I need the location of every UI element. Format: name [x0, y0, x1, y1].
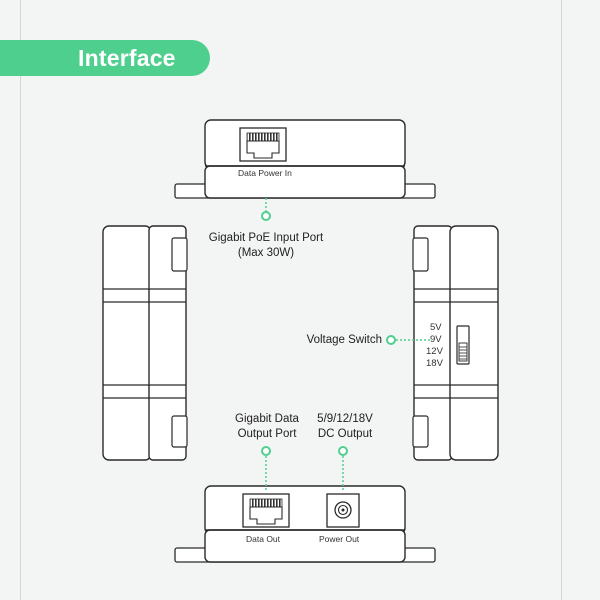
rj45-port-input [239, 127, 287, 162]
callout-dot-input [261, 211, 271, 221]
callout-dc-output: 5/9/12/18V DC Output [300, 412, 390, 442]
callout-dot-voltage [386, 335, 396, 345]
callout-voltage-switch: Voltage Switch [306, 334, 382, 346]
page-title: Interface [0, 40, 210, 76]
label-data-out: Data Out [246, 534, 281, 544]
top-device-base [204, 165, 406, 199]
callout-poe-input-line2: (Max 30W) [237, 247, 295, 259]
voltage-option-12v: 12V [426, 346, 443, 357]
label-data-power-in: Data Power In [238, 168, 292, 178]
bottom-device [174, 446, 436, 563]
callout-dc-output-line1: 5/9/12/18V [317, 413, 373, 425]
voltage-option-18v: 18V [426, 358, 443, 369]
voltage-option-9v: 9V [430, 334, 442, 345]
voltage-option-5v: 5V [430, 322, 442, 333]
callout-dot-data-out [261, 446, 271, 456]
callout-dot-dc-out [338, 446, 348, 456]
top-device [174, 119, 436, 221]
rj45-port-output [242, 493, 290, 528]
left-device [102, 225, 188, 461]
callout-data-output-line2: Output Port [237, 428, 297, 440]
top-device-body [204, 119, 406, 169]
dc-barrel-jack [326, 493, 360, 528]
label-power-out: Power Out [319, 534, 360, 544]
callout-data-output: Gigabit Data Output Port [222, 412, 312, 442]
callout-poe-input: Gigabit PoE Input Port (Max 30W) [190, 231, 342, 261]
callout-dc-output-line2: DC Output [317, 428, 373, 440]
callout-poe-input-line1: Gigabit PoE Input Port [208, 232, 324, 244]
voltage-slide-switch [456, 325, 470, 365]
right-device [386, 225, 499, 461]
frame [20, 0, 562, 600]
callout-data-output-line1: Gigabit Data [235, 413, 299, 425]
